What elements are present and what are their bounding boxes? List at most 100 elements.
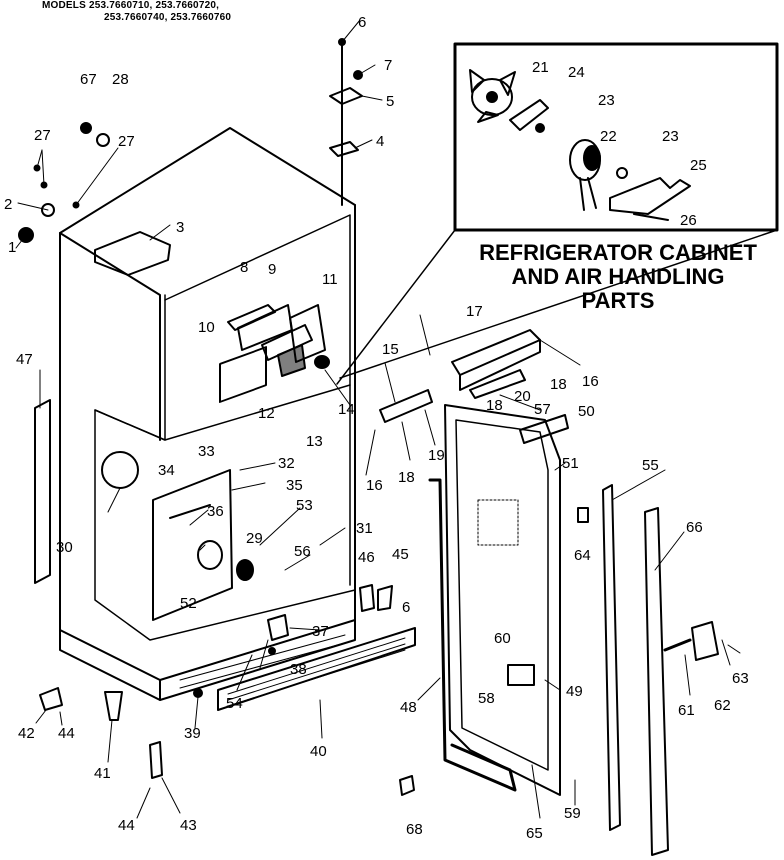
part-label-p48: 48 — [400, 699, 417, 716]
part-label-p51: 51 — [562, 455, 579, 472]
part-label-p31: 31 — [356, 520, 373, 537]
part-label-p53: 53 — [296, 497, 313, 514]
part-label-p6a: 6 — [358, 14, 366, 31]
models-line-2: 253.7660740, 253.7660760 — [104, 12, 232, 23]
inset-fan-assembly — [336, 42, 779, 385]
part-label-p18b: 18 — [486, 397, 503, 414]
part-label-p43: 43 — [180, 817, 197, 834]
part-label-p19: 19 — [428, 447, 445, 464]
part-label-p28: 28 — [112, 71, 129, 88]
part-label-p7: 7 — [384, 57, 392, 74]
part-label-p17: 17 — [466, 303, 483, 320]
part-label-p29: 29 — [246, 530, 263, 547]
part-label-p37: 37 — [312, 623, 329, 640]
refrigerator-door — [428, 404, 561, 796]
part-label-p26: 26 — [680, 212, 697, 229]
part-label-p30: 30 — [56, 539, 73, 556]
part-label-p23b: 23 — [662, 128, 679, 145]
part-label-p18c: 18 — [398, 469, 415, 486]
models-line-1: MODELS 253.7660710, 253.7660720, — [42, 0, 220, 11]
part-label-p2: 2 — [4, 196, 12, 213]
part-label-p44a: 44 — [58, 725, 75, 742]
part-label-p6b: 6 — [402, 599, 410, 616]
caster-part — [104, 691, 123, 721]
title-line-2: AND AIR HANDLING — [511, 264, 725, 289]
door-trim-strip-part — [644, 507, 669, 856]
door-top-brackets — [379, 329, 569, 444]
top-fasteners — [18, 122, 110, 243]
part-label-p35: 35 — [286, 477, 303, 494]
part-label-p39: 39 — [184, 725, 201, 742]
leveling-leg-part — [39, 687, 63, 711]
part-label-p9: 9 — [268, 261, 276, 278]
part-label-p8: 8 — [240, 259, 248, 276]
part-label-p11: 11 — [322, 271, 338, 288]
part-label-p67: 67 — [80, 71, 97, 88]
part-label-p10: 10 — [198, 319, 215, 336]
part-label-p55: 55 — [642, 457, 659, 474]
part-label-p23a: 23 — [598, 92, 615, 109]
roller-bracket-part — [149, 741, 163, 779]
part-label-p27a: 27 — [34, 127, 51, 144]
part-label-p12: 12 — [258, 405, 275, 422]
part-label-p68: 68 — [406, 821, 423, 838]
side-trim-part — [34, 399, 51, 584]
part-label-p16b: 16 — [366, 477, 383, 494]
fan-blade-part — [469, 69, 516, 123]
leader-lines — [15, 19, 741, 819]
part-label-p41: 41 — [94, 765, 111, 782]
hinge-assembly — [329, 38, 363, 206]
title-line-3: PARTS — [581, 288, 655, 313]
part-label-p20: 20 — [514, 388, 531, 405]
part-label-p38: 38 — [290, 661, 307, 678]
part-label-p22: 22 — [600, 128, 617, 145]
part-label-p42: 42 — [18, 725, 35, 742]
part-label-p4: 4 — [376, 133, 384, 150]
part-label-p63: 63 — [732, 670, 749, 687]
refrigerator-cabinet — [59, 127, 356, 701]
top-bracket-part — [94, 231, 171, 276]
title-line-1: REFRIGERATOR CABINET — [479, 240, 757, 265]
part-label-p61: 61 — [678, 702, 695, 719]
fan-motor-part — [569, 139, 601, 211]
part-label-p36: 36 — [207, 503, 224, 520]
part-label-p66: 66 — [686, 519, 703, 536]
part-label-p5: 5 — [386, 93, 394, 110]
part-label-p65: 65 — [526, 825, 543, 842]
part-label-p56: 56 — [294, 543, 311, 560]
part-label-p60: 60 — [494, 630, 511, 647]
part-label-p52: 52 — [180, 595, 197, 612]
part-label-p21: 21 — [532, 59, 549, 76]
control-housing — [101, 451, 254, 621]
part-label-p58: 58 — [478, 690, 495, 707]
part-label-p44b: 44 — [118, 817, 135, 834]
part-label-p1: 1 — [8, 239, 16, 256]
part-label-p64: 64 — [574, 547, 591, 564]
part-label-p15: 15 — [382, 341, 399, 358]
part-label-p46: 46 — [358, 549, 375, 566]
part-label-p62: 62 — [714, 697, 731, 714]
part-label-p50: 50 — [578, 403, 595, 420]
part-label-p40: 40 — [310, 743, 327, 760]
part-label-p27b: 27 — [118, 133, 135, 150]
part-label-p57: 57 — [534, 401, 551, 418]
part-label-p3: 3 — [176, 219, 184, 236]
part-label-p18a: 18 — [550, 376, 567, 393]
part-label-p45: 45 — [392, 546, 409, 563]
air-handling-grilles — [219, 304, 330, 403]
part-label-p49: 49 — [566, 683, 583, 700]
part-label-p24: 24 — [568, 64, 585, 81]
part-label-p34: 34 — [158, 462, 175, 479]
part-label-p25: 25 — [690, 157, 707, 174]
part-label-p59: 59 — [564, 805, 581, 822]
part-label-p13: 13 — [306, 433, 323, 450]
part-label-p33: 33 — [198, 443, 215, 460]
door-gasket-strip-part — [602, 484, 621, 831]
part-label-p16a: 16 — [582, 373, 599, 390]
part-label-p47: 47 — [16, 351, 33, 368]
part-label-p14: 14 — [338, 401, 355, 418]
part-label-p54: 54 — [226, 695, 243, 712]
bottom-grille-part — [217, 627, 416, 711]
